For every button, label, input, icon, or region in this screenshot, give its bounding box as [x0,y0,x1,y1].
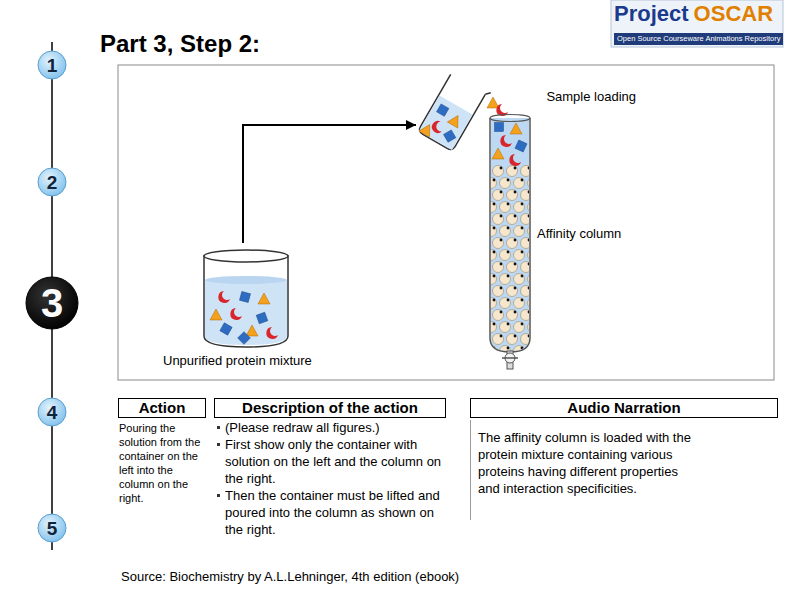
liquid-surface [205,276,287,284]
node-label: Affinity column [537,226,621,242]
table-cell-text: First show only the container with solut… [216,436,442,487]
node-label: 5 [47,519,58,538]
circle-shape [26,277,78,329]
logo-word: Project [614,1,689,27]
table-cell-text: The affinity column is loaded with the p… [478,429,692,497]
protein-square [437,104,449,116]
step-circle: 5 [37,513,67,543]
column-rim [490,115,530,122]
bullet [217,494,220,497]
logo-word: OSCAR [694,1,773,27]
step-circle: 1 [37,50,67,80]
table-cell-text: Then the container must be lifted and po… [216,487,442,538]
logo-frame [611,0,783,47]
table-cell-text: The affinity column is loaded with the p… [478,430,691,496]
beaker-liquid [419,96,472,151]
protein-triangle [510,123,522,134]
table-cell: The affinity column is loaded with the p… [470,420,692,520]
circle-shape [38,168,66,196]
protein-square [220,323,232,335]
mixture-container-figure: Unpurified protein mixture [160,243,340,373]
protein-crescent [430,119,446,135]
slide-title: Part 3, Step 2: [100,30,260,58]
protein-triangle [447,113,463,129]
bullet [217,443,220,446]
protein-square [444,130,456,142]
table-cell-text: First show only the container with solut… [225,437,441,486]
circle-shape [38,398,66,426]
beaker-spout [485,91,490,96]
table-header: Audio Narration [470,398,778,418]
pouring-beaker [418,71,491,154]
source-note: Source: Biochemistry by A.L.Lehninger, 4… [121,569,459,584]
protein-crescent [230,308,242,320]
protein-triangle [258,293,270,304]
beaker-rim [204,250,288,262]
table-header: Action [139,399,186,416]
table-cell-text: Then the container must be lifted and po… [225,488,440,537]
mixture-beaker [204,250,288,347]
protein-crescent [509,154,521,166]
protein-square [256,312,268,324]
figure-panel [118,65,774,380]
circle-shape [38,514,66,542]
logo: ProjectOSCAR [614,1,773,27]
node-label: 3 [41,283,63,323]
protein-triangle [492,148,504,159]
logo-word: OSCAR [694,1,773,26]
table-cell-text: Pouring the solution from the container … [119,421,207,505]
step-circle: 4 [37,397,67,427]
affinity-column [490,115,530,370]
protein-crescent [266,327,278,339]
flow-arrow [243,125,416,243]
table-header: Description of the action [214,398,446,418]
affinity-column-figure: Affinity column [486,118,644,364]
node-label: Unpurified protein mixture [163,353,312,369]
protein-triangle [419,122,435,138]
node-label: 4 [47,403,58,422]
node-label: 2 [47,173,58,192]
beaker-liquid [205,280,287,345]
source-note: Source: Biochemistry by A.L.Lehninger, 4… [121,569,459,584]
beaker-body [204,256,288,347]
logo-subtitle: Open Source Courseware Animations Reposi… [617,34,780,43]
protein-triangle [210,309,222,320]
column-tube [490,118,530,352]
step-circle: 3 [25,276,79,330]
stopcock-handle [502,357,518,359]
logo-word: Project [614,1,689,26]
pouring-beaker-figure: Sample loading [416,72,644,154]
step-circle: 2 [37,167,67,197]
protein-crescent [218,291,230,303]
protein-square [238,332,251,345]
table-cell-text: Pouring the solution from the container … [119,422,200,504]
bullet [217,426,220,429]
node-label: 1 [47,56,58,75]
protein-crescent [500,135,512,147]
protein-triangle [246,325,258,336]
table-cell-text: (Please redraw all figures.) [216,419,442,436]
node-label: Sample loading [546,89,636,105]
protein-triangle [487,97,499,108]
table-cell-text: (Please redraw all figures.) [225,420,380,435]
protein-square [495,123,504,132]
beaker-body [418,74,486,151]
table-header: Audio Narration [567,399,680,416]
protein-square [515,140,527,152]
logo-subtitle: Open Source Courseware Animations Reposi… [614,33,783,45]
column-beads [491,165,529,355]
protein-square [239,291,250,302]
table-header: Description of the action [242,399,418,416]
circle-shape [38,51,66,79]
table-cell: (Please redraw all figures.) First show o… [216,419,442,538]
table-header: Action [118,398,206,418]
table-cell: Pouring the solution from the container … [119,421,207,505]
